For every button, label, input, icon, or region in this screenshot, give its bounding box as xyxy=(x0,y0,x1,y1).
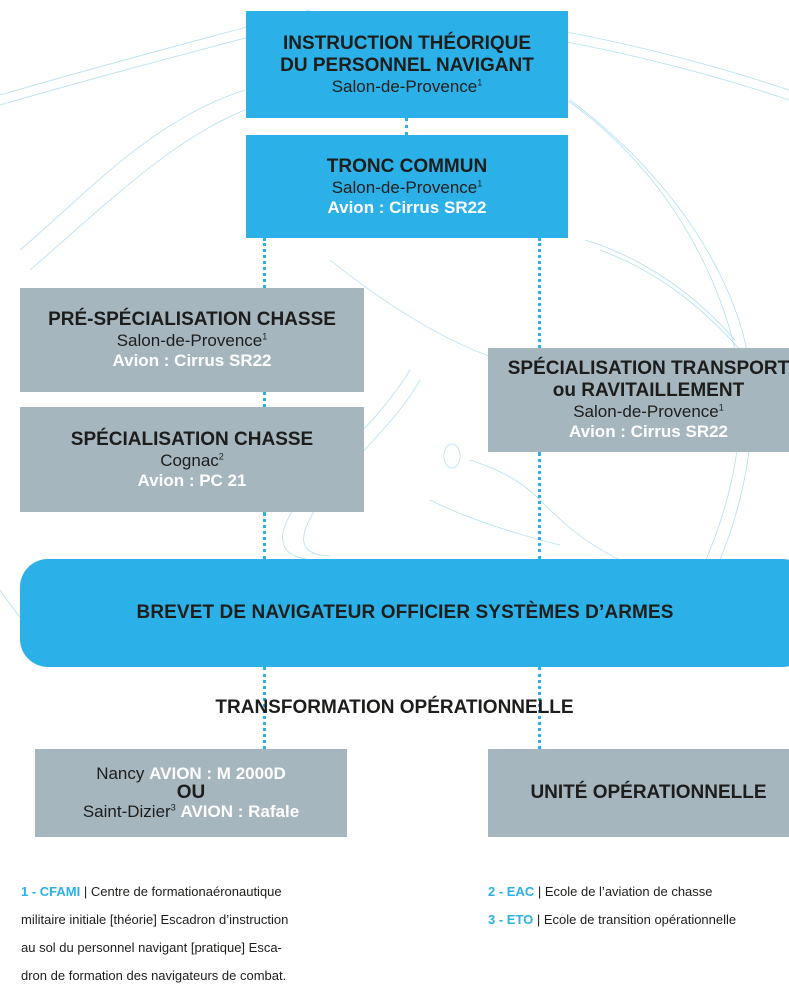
brevet-banner: BREVET DE NAVIGATEUR OFFICIER SYSTÈMES D… xyxy=(20,559,789,667)
tronc-location-line: Salon-de-Provence1 xyxy=(332,178,483,198)
footnote-eac-sep: | xyxy=(534,884,545,899)
footnotes-right: 2 - EAC | Ecole de l’aviation de chasse … xyxy=(488,878,789,934)
footnote-cfami-code: 1 - CFAMI xyxy=(21,884,81,899)
spec-chasse-location-line: Cognac2 xyxy=(160,451,224,471)
pre-spec-plane: Avion : Cirrus SR22 xyxy=(112,351,272,370)
spec-transport-location: Salon-de-Provence xyxy=(573,402,719,421)
connector-pre-spec-spec xyxy=(263,392,266,407)
footnote-cfami-line-4: dron de formation des navigateurs de com… xyxy=(21,968,287,983)
instruction-location-line: Salon-de-Provence1 xyxy=(332,77,483,97)
spec-transport-note: 1 xyxy=(718,402,724,413)
connector-transport-banner xyxy=(538,452,541,560)
spec-transport-plane: Avion : Cirrus SR22 xyxy=(568,422,729,441)
plane-rafale: AVION : Rafale xyxy=(180,802,300,821)
footnote-cfami-text-1: Centre de formationaéronautique xyxy=(90,884,282,899)
footnote-eac-code: 2 - EAC xyxy=(488,884,535,899)
instruction-title-1: INSTRUCTION THÉORIQUE xyxy=(282,32,532,54)
spec-transport-content: SPÉCIALISATION TRANSPORT ou RAVITAILLEME… xyxy=(488,358,789,442)
footnote-eto: 3 - ETO | Ecole de transition opérationn… xyxy=(488,906,789,934)
choice-line-1: Nancy AVION : M 2000D xyxy=(96,764,286,784)
spec-transport-title-1: SPÉCIALISATION TRANSPORT xyxy=(507,358,789,379)
connector-instruction-tronc xyxy=(405,118,408,135)
footnote-cfami-line-2: militaire initiale [théorie] Escadron d’… xyxy=(21,912,289,927)
spec-chasse-location: Cognac xyxy=(160,450,219,470)
footnote-eto-code: 3 - ETO xyxy=(488,912,534,927)
footnote-eto-text: Ecole de transition opérationnelle xyxy=(543,912,737,927)
spec-chasse-box: SPÉCIALISATION CHASSE Cognac2 Avion : PC… xyxy=(20,407,364,512)
footnote-cfami-line-3: au sol du personnel navigant [pratique] … xyxy=(21,940,282,955)
tronc-location: Salon-de-Provence xyxy=(331,177,478,197)
choice-or: OU xyxy=(176,782,206,803)
footnote-cfami-sep: | xyxy=(80,884,91,899)
city-nancy: Nancy xyxy=(96,764,145,783)
connector-tronc-transport xyxy=(538,238,541,348)
brevet-label: BREVET DE NAVIGATEUR OFFICIER SYSTÈMES D… xyxy=(136,602,674,623)
connector-tronc-pre-spec xyxy=(263,238,266,288)
tronc-note: 1 xyxy=(477,177,483,188)
city-saint-dizier: Saint-Dizier xyxy=(82,802,171,821)
choice-line-2: Saint-Dizier3 AVION : Rafale xyxy=(83,802,299,822)
pre-spec-title: PRÉ-SPÉCIALISATION CHASSE xyxy=(48,309,336,330)
spec-chasse-plane: Avion : PC 21 xyxy=(137,470,247,490)
instruction-box: INSTRUCTION THÉORIQUE DU PERSONNEL NAVIG… xyxy=(246,11,568,118)
connector-banner-left xyxy=(263,667,266,749)
transformation-title: TRANSFORMATION OPÉRATIONNELLE xyxy=(215,697,574,718)
footnote-eac-text: Ecole de l’aviation de chasse xyxy=(544,884,713,899)
spec-transport-location-line: Salon-de-Provence1 xyxy=(488,402,789,422)
pre-spec-location-line: Salon-de-Provence1 xyxy=(117,331,268,351)
tronc-plane: Avion : Cirrus SR22 xyxy=(327,197,487,217)
unite-operationnelle-box: UNITÉ OPÉRATIONNELLE xyxy=(488,749,789,837)
footnote-cfami: 1 - CFAMI | Centre de formationaéronauti… xyxy=(21,878,361,990)
pre-spec-note: 1 xyxy=(262,331,268,342)
spec-chasse-title: SPÉCIALISATION CHASSE xyxy=(70,428,314,450)
pre-spec-chasse-box: PRÉ-SPÉCIALISATION CHASSE Salon-de-Prove… xyxy=(20,288,364,392)
pre-spec-location: Salon-de-Provence xyxy=(116,331,263,350)
choice-note: 3 xyxy=(170,802,176,813)
footnote-eac: 2 - EAC | Ecole de l’aviation de chasse xyxy=(488,878,789,906)
instruction-note: 1 xyxy=(477,76,483,87)
tronc-title: TRONC COMMUN xyxy=(326,155,488,177)
unite-title: UNITÉ OPÉRATIONNELLE xyxy=(530,782,767,803)
operational-choice-box: Nancy AVION : M 2000D OU Saint-Dizier3 A… xyxy=(35,749,347,837)
footnote-cfami-line-1: 1 - CFAMI | Centre de formationaéronauti… xyxy=(21,878,361,906)
connector-banner-right xyxy=(538,667,541,749)
spec-chasse-note: 2 xyxy=(218,450,224,461)
footnote-eto-sep: | xyxy=(533,912,544,927)
tronc-commun-box: TRONC COMMUN Salon-de-Provence1 Avion : … xyxy=(246,135,568,238)
connector-spec-banner xyxy=(263,512,266,560)
instruction-title-2: DU PERSONNEL NAVIGANT xyxy=(280,54,534,76)
spec-transport-box: SPÉCIALISATION TRANSPORT ou RAVITAILLEME… xyxy=(488,348,789,452)
plane-m2000d: AVION : M 2000D xyxy=(149,764,286,783)
spec-transport-title-2: ou RAVITAILLEMENT xyxy=(552,380,745,401)
instruction-location: Salon-de-Provence xyxy=(331,76,478,96)
